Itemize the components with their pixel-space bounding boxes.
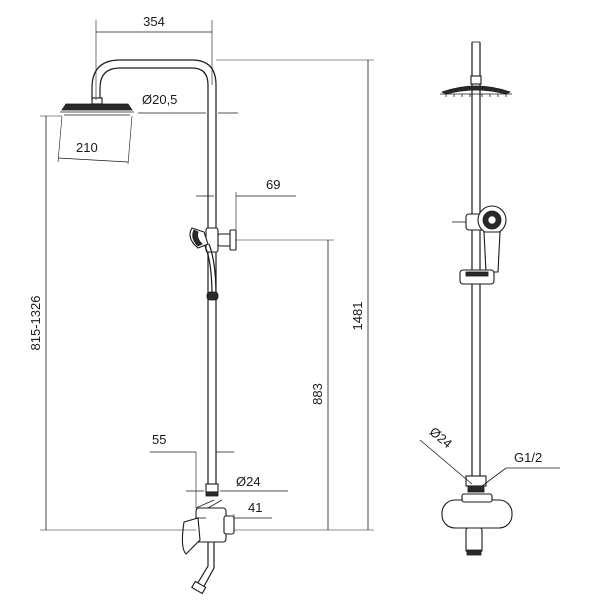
riser-connector [205, 483, 219, 497]
label-thread: G1/2 [514, 450, 542, 465]
label-mixer-connection: Ø24 [236, 474, 261, 489]
label-bracket-offset: 69 [266, 177, 280, 192]
dim-total-height: 1481 [216, 59, 374, 531]
dim-height-adjustable: 815-1326 [28, 115, 196, 531]
label-total-height: 1481 [350, 302, 365, 331]
label-holder-height: 883 [310, 383, 325, 405]
bath-spout [191, 542, 215, 595]
dim-side-connection: Ø24 [419, 424, 473, 485]
label-width-arm: 354 [143, 14, 165, 29]
dim-mixer-offset: 55 [150, 432, 234, 508]
label-pipe-diameter: Ø20,5 [142, 92, 177, 107]
side-holder [459, 269, 495, 285]
label-mixer-offset: 55 [152, 432, 166, 447]
side-shower-head [440, 75, 512, 97]
rain-shower-head [60, 97, 134, 116]
hand-shower-holder [205, 227, 237, 253]
side-view: Ø24 G1/2 [419, 41, 560, 556]
side-hand-shower [477, 205, 507, 273]
front-view: 354 Ø20,5 210 69 815-1326 [28, 14, 374, 595]
label-height-adjustable: 815-1326 [28, 296, 43, 351]
dim-pipe-diameter: Ø20,5 [138, 92, 238, 114]
dim-thread: G1/2 [481, 450, 560, 487]
dim-holder-height: 883 [236, 239, 334, 530]
dim-width-arm: 354 [95, 14, 213, 100]
dim-head-diameter: 210 [57, 115, 133, 165]
side-riser-pipe [471, 41, 481, 478]
hand-shower [189, 227, 209, 249]
dim-mixer-depth: 41 [196, 500, 272, 524]
dim-bracket-offset: 69 [196, 177, 296, 230]
dim-mixer-connection: Ø24 [186, 474, 288, 492]
mixer-body [181, 499, 235, 555]
shower-arm [91, 59, 217, 100]
label-side-connection: Ø24 [427, 424, 455, 451]
label-head-diameter: 210 [76, 140, 98, 155]
shower-hose [204, 243, 219, 301]
label-mixer-depth: 41 [248, 500, 262, 515]
side-mixer [441, 493, 513, 556]
side-connector [465, 475, 487, 493]
